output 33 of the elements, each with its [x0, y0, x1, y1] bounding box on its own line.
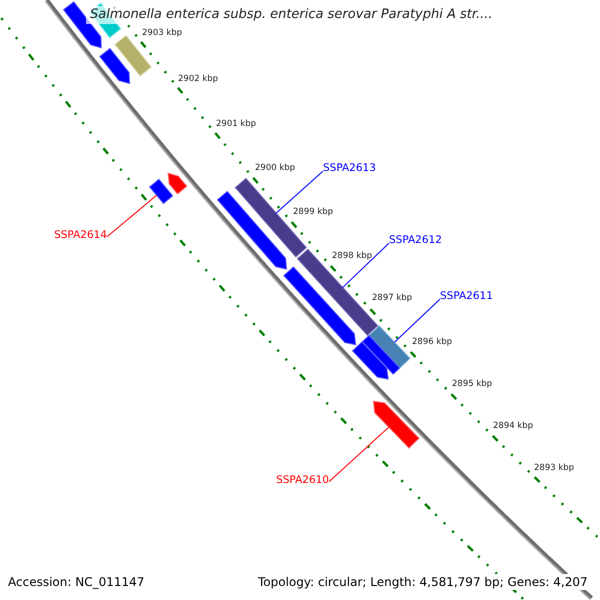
scale-label: 2898 kbp — [332, 250, 372, 262]
gene-bar — [168, 172, 188, 195]
gene-label: SSPA2613 — [323, 162, 376, 175]
map-info-text: Accession: NC_011147 — [8, 574, 144, 590]
leader-line — [276, 170, 324, 214]
scale-label: 2900 kbp — [255, 162, 296, 174]
map-info-text: Topology: circular; Length: 4,581,797 bp; Genes: 4,207 — [258, 574, 588, 590]
scale-label: 2893 kbp — [534, 462, 574, 474]
gene-bar — [362, 334, 400, 375]
scale-label: 2899 kbp — [293, 206, 334, 218]
gene-label: SSPA2614 — [54, 229, 107, 242]
scale-label: 2894 kbp — [493, 420, 534, 432]
leader-line — [328, 426, 390, 482]
gene-bar — [148, 178, 174, 204]
gene-label: SSPA2612 — [389, 234, 442, 247]
gene-bar — [216, 190, 288, 270]
gene-bar — [114, 35, 152, 76]
leader-line — [394, 298, 440, 343]
gene-bar — [372, 400, 420, 449]
scale-label: 2902 kbp — [178, 73, 218, 85]
gene-bar — [352, 341, 389, 380]
gene-bar — [368, 325, 411, 369]
scale-label: 2896 kbp — [412, 336, 452, 348]
gene-label: SSPA2611 — [440, 290, 493, 303]
gene-bar — [99, 48, 130, 84]
scale-label: 2901 kbp — [216, 118, 256, 130]
scale-label: 2903 kbp — [142, 27, 182, 39]
scale-label: 2895 kbp — [452, 378, 492, 390]
gene-bar — [283, 266, 356, 346]
leader-line — [106, 194, 158, 238]
scale-label: 2897 kbp — [372, 292, 412, 304]
gene-label: SSPA2610 — [276, 474, 329, 487]
leader-line — [342, 242, 390, 288]
